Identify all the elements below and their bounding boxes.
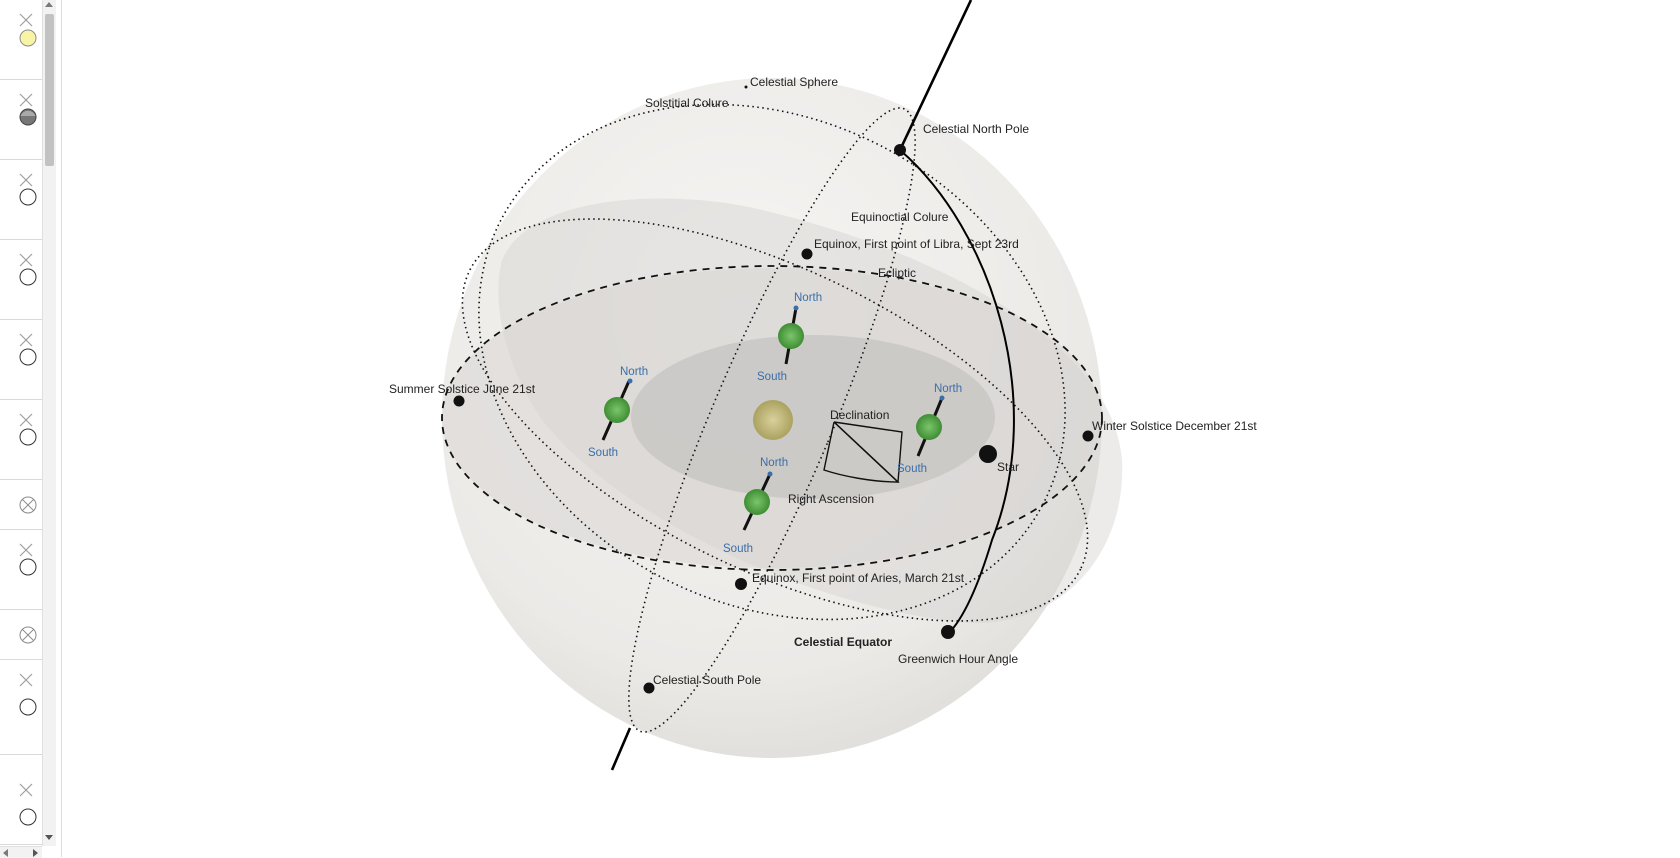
algebra-object-row[interactable] [0,240,42,320]
label-south-right: South [897,463,927,475]
star-ray [833,421,899,483]
scroll-up-arrow-icon[interactable] [45,2,53,7]
visibility-toggle-icon[interactable] [18,28,38,48]
label-south-bottom: South [723,543,753,555]
algebra-object-row[interactable] [0,755,42,845]
visibility-toggle-icon[interactable] [18,697,38,717]
earth-right-position[interactable] [916,395,945,457]
delete-x-icon[interactable] [18,782,34,798]
graphics-3d-view[interactable]: Celestial Sphere Solstitial Colure Celes… [62,0,1680,857]
ecliptic-line [441,265,1103,571]
scroll-left-arrow-icon[interactable] [3,849,8,857]
winter-solstice-point[interactable] [1082,430,1094,442]
algebra-object-row[interactable] [0,0,42,80]
label-right-ascension: Right Ascension [788,492,874,506]
hidden-visibility-toggle-icon[interactable] [18,625,38,645]
inner-orbit-disc [631,335,995,499]
celestial-axis-top [898,0,973,151]
visibility-toggle-icon[interactable] [18,347,38,367]
visibility-toggle-icon[interactable] [18,187,38,207]
delete-x-icon[interactable] [18,252,34,268]
label-celestial-equator: Celestial Equator [794,635,892,649]
celestial-equator-line [461,218,1089,622]
vertical-scrollbar[interactable] [42,0,56,846]
scroll-thumb[interactable] [45,14,54,166]
greenwich-hour-angle-point[interactable] [941,625,955,639]
label-declination: Declination [830,408,889,422]
delete-x-icon[interactable] [18,412,34,428]
label-ecliptic: Ecliptic [878,266,916,280]
label-north-right: North [934,383,962,395]
label-greenwich-hour-angle: Greenwich Hour Angle [898,652,1018,666]
delete-x-icon[interactable] [18,332,34,348]
sun[interactable] [753,400,793,440]
equinox-libra-point[interactable] [801,248,813,260]
earth-bottom-position[interactable] [742,471,773,531]
label-winter-solstice: Winter Solstice December 21st [1092,419,1257,433]
label-south-top: South [757,371,787,383]
visibility-toggle-icon[interactable] [18,267,38,287]
earth-north-position[interactable] [778,305,804,365]
label-equinoctial-colure: Equinoctial Colure [851,210,949,224]
delete-x-icon[interactable] [18,12,34,28]
label-north-left: North [620,366,648,378]
label-celestial-north-pole: Celestial North Pole [923,122,1029,136]
label-north-top: North [794,292,822,304]
algebra-object-row[interactable] [0,80,42,160]
delete-x-icon[interactable] [18,542,34,558]
visibility-toggle-icon[interactable] [18,807,38,827]
label-summer-solstice: Summer Solstice June 21st [389,382,536,396]
celestial-sphere-point[interactable] [744,85,748,89]
celestial-sphere-diagram[interactable]: Celestial Sphere Solstitial Colure Celes… [62,0,1680,857]
delete-x-icon[interactable] [18,172,34,188]
label-equinox-libra: Equinox, First point of Libra, Sept 23rd [814,237,1019,251]
equinox-aries-point[interactable] [735,578,747,590]
algebra-object-row[interactable] [0,400,42,480]
label-celestial-south-pole: Celestial South Pole [653,673,761,687]
label-equinox-aries: Equinox, First point of Aries, March 21s… [752,571,965,585]
hour-circle-line [899,149,1015,635]
celestial-north-pole-point[interactable] [894,144,906,156]
declination-wedge [833,421,903,483]
celestial-axis-bottom [610,727,632,771]
algebra-object-row[interactable] [0,480,42,530]
delete-x-icon[interactable] [18,672,34,688]
visibility-toggle-icon[interactable] [18,557,38,577]
label-solstitial-colure: Solstitial Colure [645,96,729,110]
horizontal-scrollbar[interactable] [0,846,42,858]
algebra-object-row[interactable] [0,530,42,610]
earth-left-position[interactable] [601,378,633,441]
algebra-object-row[interactable] [0,610,42,660]
hidden-visibility-toggle-icon[interactable] [18,495,38,515]
algebra-panel [0,0,62,858]
label-north-bottom: North [760,457,788,469]
algebra-object-row[interactable] [0,160,42,240]
algebra-object-row[interactable] [0,660,42,755]
celestial-south-pole-point[interactable] [643,682,655,694]
scroll-right-arrow-icon[interactable] [33,849,38,857]
star-point[interactable] [979,445,997,463]
equinoctial-colure-line [628,107,916,733]
right-ascension-wedge [823,421,900,483]
label-celestial-sphere: Celestial Sphere [750,75,838,89]
delete-x-icon[interactable] [18,92,34,108]
visibility-toggle-icon[interactable] [18,107,38,127]
label-south-left: South [588,447,618,459]
summer-solstice-point[interactable] [453,395,465,407]
scroll-down-arrow-icon[interactable] [45,835,53,840]
algebra-object-row[interactable] [0,320,42,400]
visibility-toggle-icon[interactable] [18,427,38,447]
label-star: Star [997,460,1019,474]
